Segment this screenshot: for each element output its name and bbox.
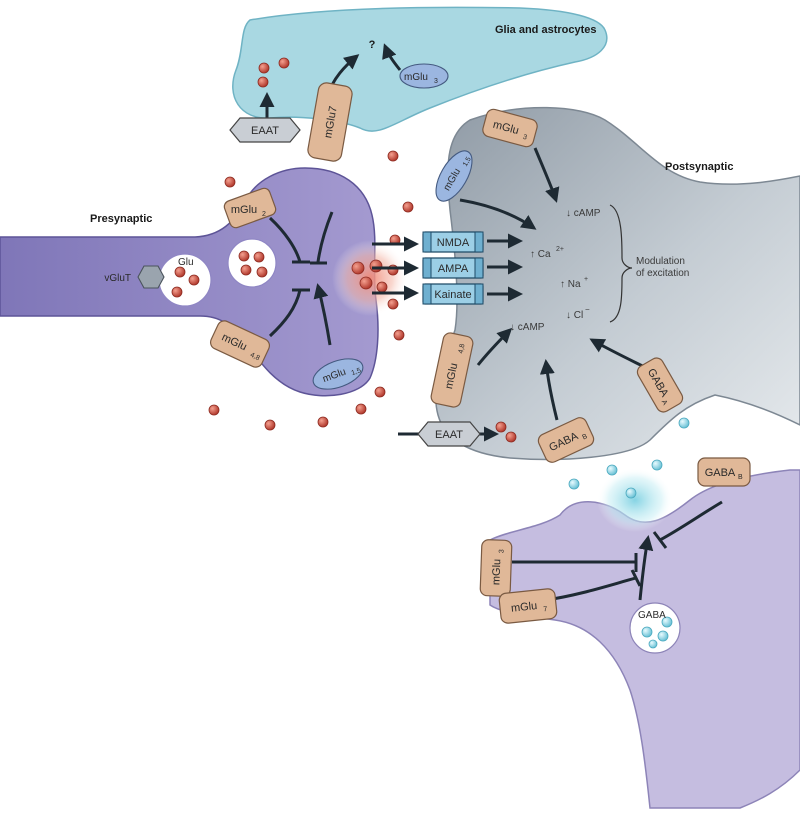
svg-text:↓ Cl: ↓ Cl — [566, 310, 583, 321]
vglut-transporter: vGluT — [104, 265, 165, 289]
gaba-molecules — [568, 417, 690, 499]
svg-text:EAAT: EAAT — [251, 125, 279, 137]
presynaptic-label: Presynaptic — [90, 213, 152, 225]
svg-text:3: 3 — [434, 78, 438, 85]
inhib-mglu2 — [268, 216, 302, 263]
kainate-receptor: Kainate — [422, 283, 484, 305]
svg-text:EAAT: EAAT — [435, 429, 463, 441]
pre-mglu2-receptor: mGlu 2 — [223, 187, 277, 229]
gabaa-receptor: GABA A — [636, 357, 684, 413]
svg-text:A: A — [660, 399, 669, 407]
svg-text:mGlu: mGlu — [443, 362, 460, 390]
sodium-label: ↑ Na + — [560, 276, 588, 290]
svg-text:+: + — [584, 276, 588, 283]
svg-text:7: 7 — [543, 606, 548, 613]
modulation-label-1: Modulation — [636, 256, 685, 267]
arrow-mglu3-camp — [533, 147, 560, 203]
svg-text:3: 3 — [522, 134, 528, 142]
glutamate-molecules — [208, 57, 517, 443]
post-gabab-receptor: GABA B — [537, 417, 595, 463]
postsynaptic-neuron — [434, 106, 800, 461]
camp-down-bottom: ↓ cAMP — [510, 322, 545, 333]
postsynaptic-label: Postsynaptic — [665, 161, 733, 173]
svg-text:2: 2 — [262, 211, 266, 218]
gaba-release-glow — [597, 468, 673, 532]
calcium-label: ↑ Ca 2+ — [530, 246, 564, 260]
inh-mglu7-receptor: mGlu 7 — [498, 588, 558, 624]
post-mglu48-receptor: mGlu 4,8 — [430, 332, 474, 408]
svg-text:1,5: 1,5 — [462, 156, 473, 168]
svg-text:1,5: 1,5 — [351, 367, 363, 377]
svg-text:GABA: GABA — [705, 467, 736, 479]
arrow-mglu-glia — [382, 43, 402, 71]
pre-mglu48-receptor: mGlu 4,8 — [209, 320, 271, 368]
glu-label: Glu — [178, 257, 194, 268]
glutamate-vesicle-right — [227, 238, 277, 288]
svg-text:mGlu: mGlu — [231, 204, 257, 216]
svg-text:↑ Ca: ↑ Ca — [530, 249, 551, 260]
chloride-label: ↓ Cl − — [566, 305, 590, 321]
post-mglu3-receptor: mGlu 3 — [482, 108, 538, 148]
svg-text:2+: 2+ — [556, 246, 564, 253]
inh-gabab-receptor: GABA B — [697, 457, 751, 487]
inh-mglu3-receptor: mGlu 3 — [479, 539, 513, 597]
svg-text:3: 3 — [499, 549, 506, 553]
post-mglu15-receptor: mGlu 1,5 — [435, 150, 473, 202]
svg-text:−: − — [585, 305, 590, 314]
modulation-label-2: of excitation — [636, 268, 689, 279]
glia-question-mark: ? — [369, 39, 376, 51]
svg-text:mGlu7: mGlu7 — [322, 105, 339, 139]
inhib-mglu7-inh — [545, 576, 637, 602]
svg-text:mGlu: mGlu — [510, 600, 537, 615]
svg-text:vGluT: vGluT — [104, 273, 131, 284]
svg-text:↑ Na: ↑ Na — [560, 279, 581, 290]
nmda-receptor: NMDA — [422, 231, 484, 253]
svg-text:AMPA: AMPA — [438, 263, 469, 275]
arrow-mglu48-post — [476, 327, 513, 366]
inhib-gabab-inh — [659, 500, 723, 542]
gaba-vesicle-label: GABA — [638, 610, 666, 621]
svg-text:4,8: 4,8 — [458, 343, 467, 354]
glia-mglu-receptor: mGlu 3 — [399, 63, 449, 89]
glia-label: Glia and astrocytes — [495, 24, 597, 36]
svg-text:B: B — [738, 474, 743, 481]
svg-text:mGlu: mGlu — [490, 559, 503, 586]
svg-text:Kainate: Kainate — [434, 289, 471, 301]
arrow-mglu15-post — [459, 198, 537, 230]
ampa-receptor: AMPA — [422, 257, 484, 279]
arrow-gabab-post — [539, 359, 559, 421]
gaba-vesicle — [629, 602, 681, 654]
svg-text:B: B — [581, 433, 588, 441]
glia-mglu7-receptor: mGlu7 — [307, 82, 353, 162]
modulation-bracket — [609, 204, 633, 323]
svg-text:4,8: 4,8 — [249, 352, 261, 363]
post-eaat-transporter: EAAT — [417, 421, 481, 447]
glutamate-release-glow — [332, 240, 408, 316]
svg-text:mGlu: mGlu — [404, 72, 428, 83]
glia-eaat-transporter: EAAT — [229, 117, 301, 143]
svg-text:NMDA: NMDA — [437, 237, 470, 249]
arrow-mglu15-pre — [313, 283, 332, 346]
camp-down-top: ↓ cAMP — [566, 208, 601, 219]
pre-mglu15-receptor: mGlu 1,5 — [312, 358, 364, 390]
